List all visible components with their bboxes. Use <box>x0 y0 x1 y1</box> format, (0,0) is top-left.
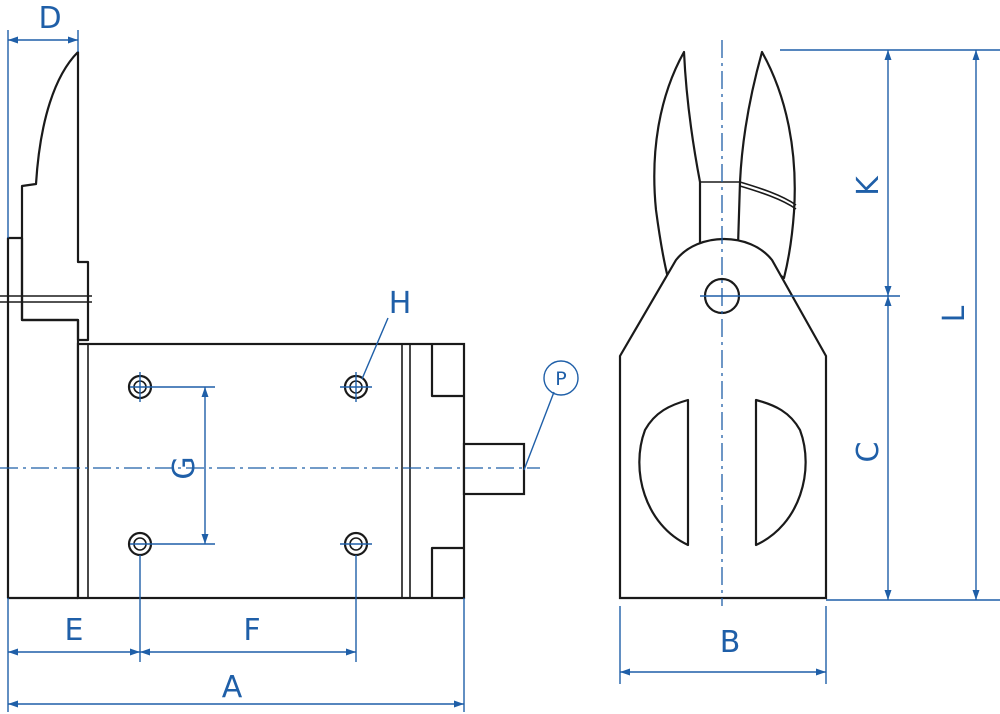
window-right <box>754 398 807 547</box>
label-c: C <box>851 442 886 463</box>
label-b: B <box>720 625 741 660</box>
label-h: H <box>389 286 412 321</box>
blade-edge-line <box>739 181 797 206</box>
label-l: L <box>937 305 972 322</box>
blade-edge-line-2 <box>739 185 797 210</box>
label-d: D <box>38 1 61 36</box>
side-view: D G H P E F A <box>0 1 579 712</box>
leader-h <box>361 317 389 380</box>
air-fitting <box>462 442 526 496</box>
label-g: G <box>167 456 202 479</box>
side-blade <box>20 50 90 342</box>
balloon-p <box>543 360 579 396</box>
leader-p <box>523 391 555 471</box>
front-blade-right <box>736 50 796 280</box>
side-jaw-plate <box>6 236 80 600</box>
rear-notch-bottom <box>430 546 464 598</box>
label-e: E <box>65 613 84 648</box>
front-body <box>618 237 828 600</box>
label-p: P <box>555 368 566 390</box>
label-k: K <box>851 175 886 196</box>
label-f: F <box>243 613 260 648</box>
window-left <box>638 398 690 547</box>
front-view: B K C L <box>618 40 1000 684</box>
front-blade-left <box>653 50 702 280</box>
label-a: A <box>222 670 243 705</box>
